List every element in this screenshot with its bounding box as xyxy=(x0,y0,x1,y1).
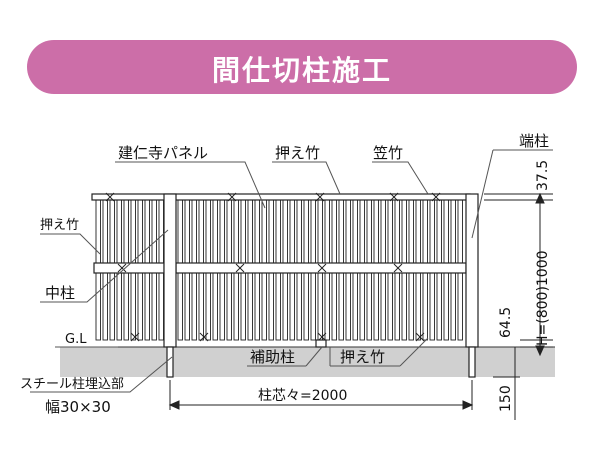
auxiliary-post xyxy=(315,339,327,348)
label-center-post: 中柱 xyxy=(45,284,75,302)
mid-rail-right xyxy=(175,262,467,274)
cross-tie xyxy=(415,332,425,342)
callout-lines xyxy=(30,149,553,393)
label-end-post: 端柱 xyxy=(519,132,549,150)
ground-band xyxy=(60,347,555,377)
label-kenninji-panel: 建仁寺パネル xyxy=(118,144,208,162)
cross-ties xyxy=(105,192,441,342)
title-banner: 間仕切柱施工 xyxy=(27,40,577,94)
cross-tie xyxy=(389,192,399,202)
cross-tie xyxy=(431,192,441,202)
cross-tie xyxy=(315,192,325,202)
label-osae-take-bottom: 押え竹 xyxy=(340,348,385,366)
cross-tie xyxy=(393,263,403,273)
dimension-post-pitch: 柱芯々=2000 xyxy=(258,388,347,404)
end-post xyxy=(465,193,479,348)
label-osae-take-left: 押え竹 xyxy=(40,218,79,233)
dimension-top-gap: 37.5 xyxy=(535,160,551,191)
page-title: 間仕切柱施工 xyxy=(211,54,392,87)
dimension-height: H=(800)1000 xyxy=(535,250,551,346)
label-osae-take-top: 押え竹 xyxy=(275,144,320,162)
center-post xyxy=(163,193,177,348)
label-steel-post-line2: 幅30×30 xyxy=(45,398,111,416)
dimension-embed-depth: 150 xyxy=(498,385,514,412)
label-kasa-take: 笠竹 xyxy=(373,144,403,162)
cross-tie xyxy=(227,192,237,202)
steel-post-embed-end xyxy=(468,346,476,378)
label-ground-level: G.L xyxy=(65,332,87,347)
cross-tie xyxy=(235,263,245,273)
posts xyxy=(163,193,479,378)
cross-tie xyxy=(199,332,209,342)
cross-tie xyxy=(130,332,140,342)
dimension-bottom-gap: 64.5 xyxy=(498,307,514,338)
label-auxiliary-post: 補助柱 xyxy=(250,348,295,366)
dimension-lines xyxy=(168,192,553,420)
steel-post-embed-center xyxy=(166,346,174,378)
cross-tie xyxy=(317,263,327,273)
cross-tie xyxy=(105,192,115,202)
kasa-take-rail xyxy=(91,193,471,201)
label-steel-post-line1: スチール柱埋込部 xyxy=(20,377,124,392)
cross-tie xyxy=(117,263,127,273)
